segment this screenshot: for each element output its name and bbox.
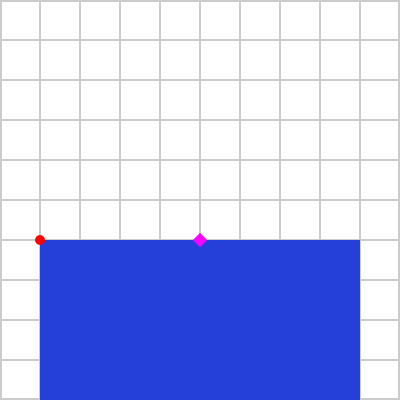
top-midpoint-handle[interactable] bbox=[192, 232, 208, 248]
blue-rectangle[interactable] bbox=[40, 240, 360, 400]
top-left-corner-handle[interactable] bbox=[35, 235, 45, 245]
